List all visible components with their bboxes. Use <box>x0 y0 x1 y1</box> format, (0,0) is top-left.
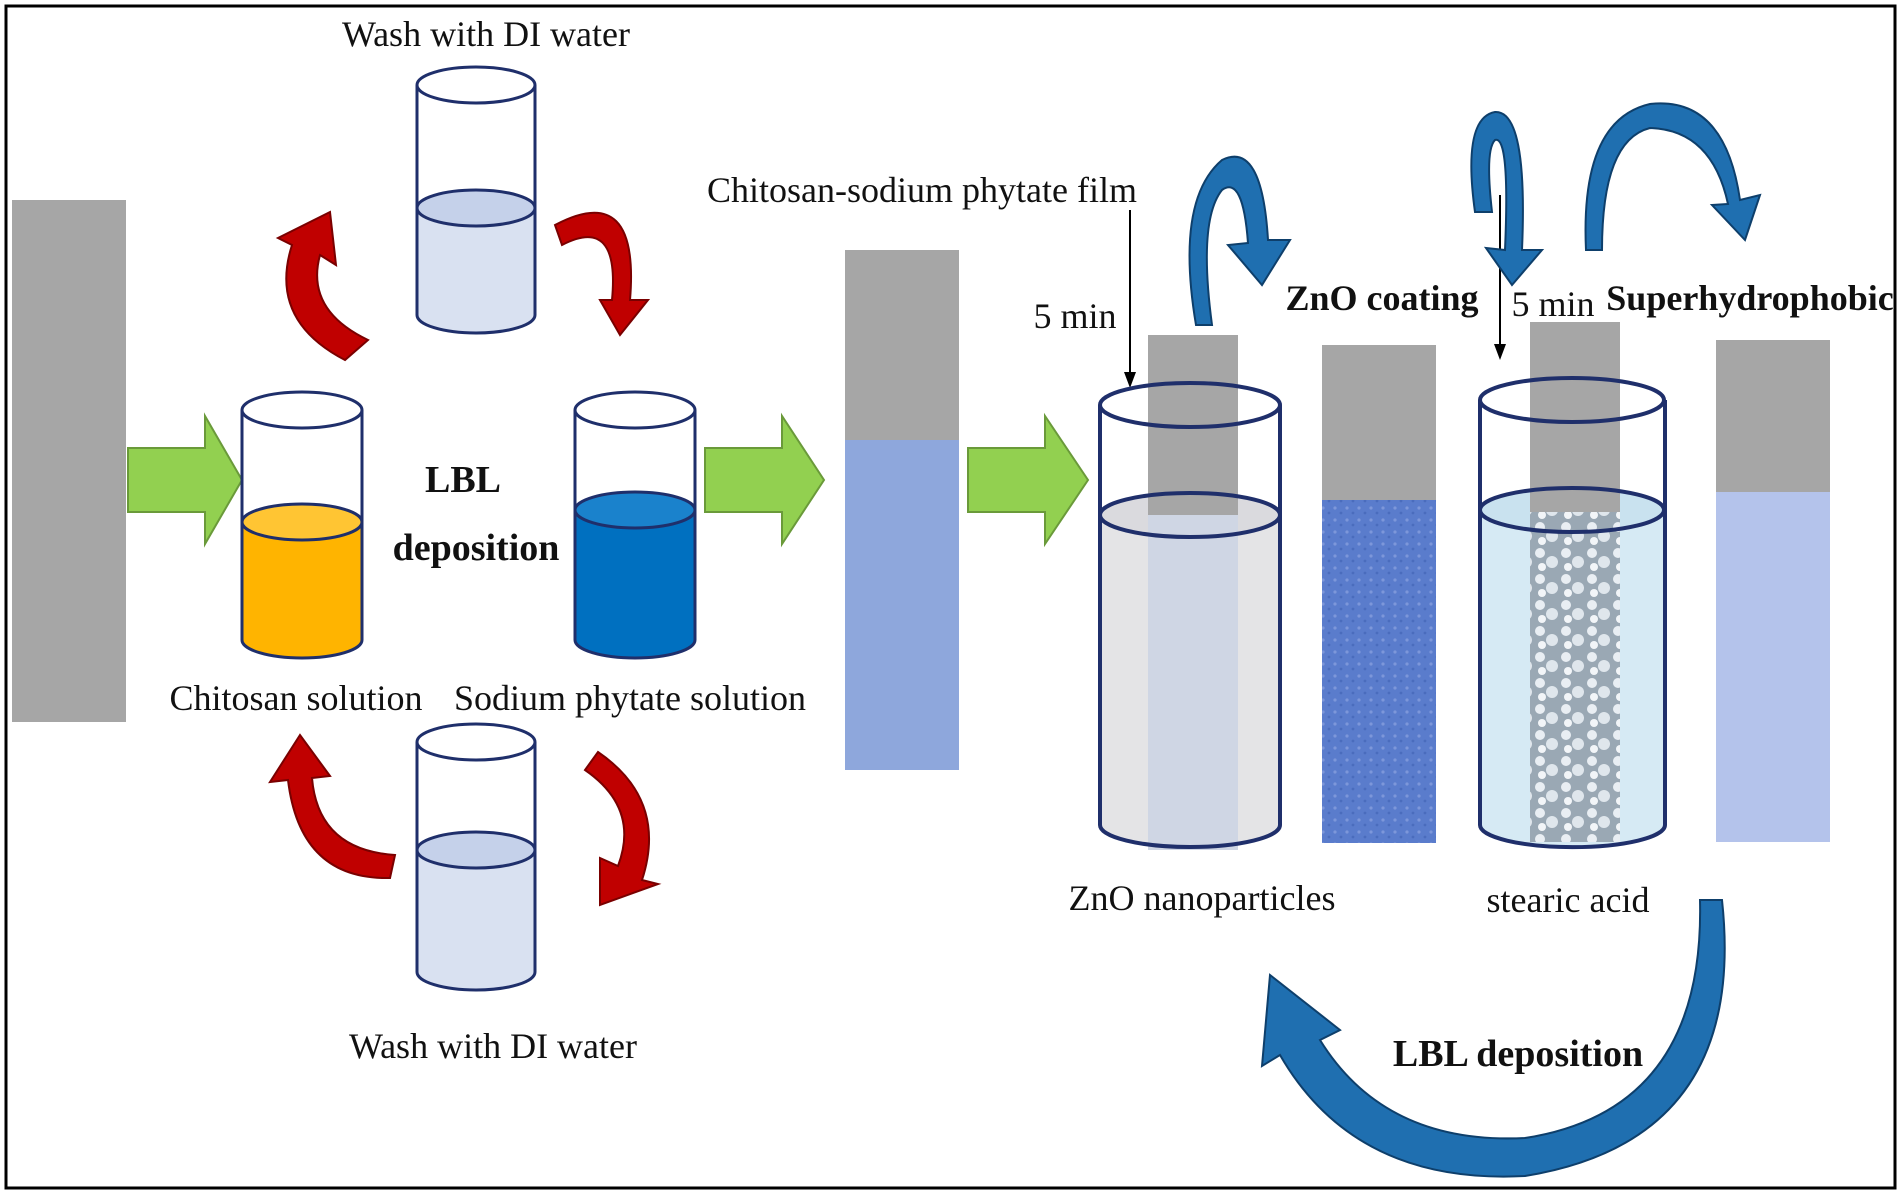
stearic-immersed-substrate <box>1530 322 1620 512</box>
red-arrow-phytate-to-wash <box>583 750 662 907</box>
red-cycle-arrows <box>268 210 662 907</box>
chitosan-sodium-phytate-film <box>845 440 959 770</box>
zno-nanoparticles-label: ZnO nanoparticles <box>1069 878 1336 918</box>
sodium-phytate-solution-label: Sodium phytate solution <box>454 678 806 718</box>
green-arrow-to-film <box>704 412 826 548</box>
superhydrophobic-film <box>1716 492 1830 842</box>
blue-arrow-stearic-in <box>1470 110 1545 287</box>
blue-arrow-zno-out <box>1188 155 1292 326</box>
stearic-acid-beaker <box>1478 322 1667 850</box>
zno-coating-label: ZnO coating <box>1285 278 1478 318</box>
red-arrow-chitosan-to-wash <box>275 210 370 362</box>
chitosan-solution-label: Chitosan solution <box>169 678 422 718</box>
wash-beaker-bottom <box>415 722 537 992</box>
wash-top-label: Wash with DI water <box>342 14 630 54</box>
wash-bottom-label: Wash with DI water <box>349 1026 637 1066</box>
green-arrow-to-zno <box>967 412 1090 548</box>
lbl-center-line2: deposition <box>393 527 560 569</box>
red-arrow-wash-to-chitosan <box>268 733 397 880</box>
film-substrate-top <box>845 250 959 440</box>
zno-coated-film <box>1322 500 1436 843</box>
blue-arrow-stearic-out <box>1584 102 1762 251</box>
blue-process-arrows <box>1188 102 1762 1178</box>
green-arrow-to-chitosan <box>127 412 244 548</box>
chitosan-beaker <box>240 390 364 660</box>
down-pointer-1-head <box>1124 372 1136 388</box>
zno-sample-substrate <box>1322 345 1436 500</box>
blue-arrow-lbl-cycle <box>1260 899 1726 1178</box>
superhydrophobic-substrate <box>1716 340 1830 492</box>
superhydrophobic-label: Superhydrophobic <box>1606 278 1893 318</box>
time-label-1: 5 min <box>1033 296 1116 336</box>
bare-substrate <box>12 200 126 722</box>
down-pointer-2-head <box>1494 344 1506 360</box>
film-label: Chitosan-sodium phytate film <box>707 170 1137 210</box>
stearic-particles <box>1530 512 1620 842</box>
zno-beaker <box>1098 335 1282 850</box>
red-arrow-wash-to-phytate <box>553 211 651 337</box>
lbl-center-line1: LBL <box>425 459 501 501</box>
wash-beaker-top <box>415 65 537 335</box>
sodium-phytate-beaker <box>573 390 697 660</box>
stearic-acid-label: stearic acid <box>1487 880 1650 920</box>
zno-immersed-film <box>1148 515 1238 850</box>
time-label-2: 5 min <box>1511 284 1594 324</box>
lbl-bottom-label: LBL deposition <box>1393 1033 1643 1075</box>
